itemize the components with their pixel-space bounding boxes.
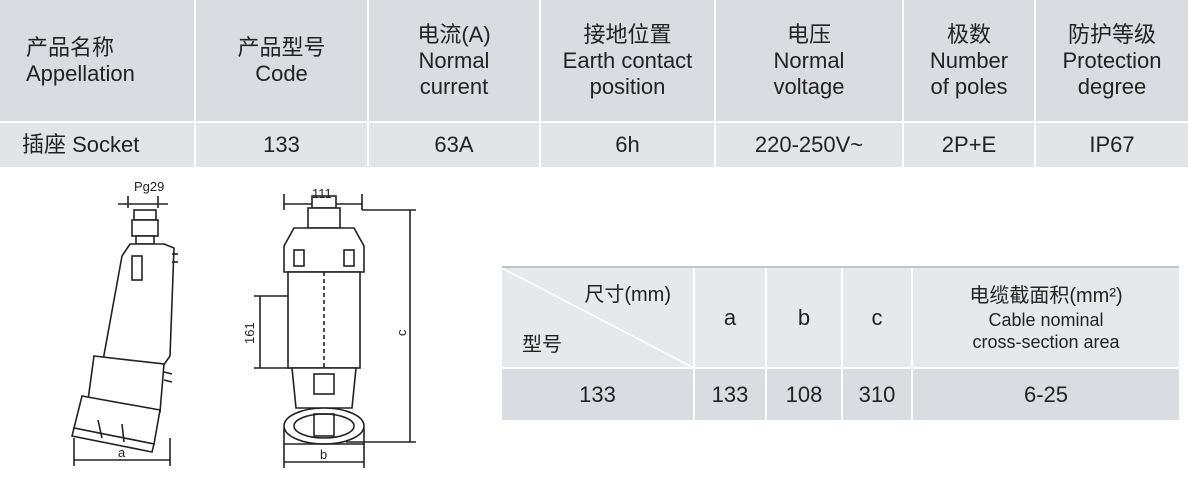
- cell-voltage: 220-250V~: [715, 122, 904, 169]
- cell-b: 108: [766, 367, 843, 420]
- cell-earth-contact: 6h: [540, 122, 716, 169]
- side-view-drawing: Pg29 a: [71, 179, 178, 466]
- header-current: 电流(A) Normal current: [368, 0, 541, 123]
- header-a: a: [694, 268, 767, 368]
- corner-diagonal: [502, 268, 694, 368]
- corner-label-dimension: 尺寸(mm): [584, 284, 671, 306]
- cell-cable: 6-25: [912, 367, 1179, 420]
- cell-model: 133: [502, 367, 695, 420]
- cell-poles: 2P+E: [903, 122, 1036, 169]
- header-c: c: [842, 268, 913, 368]
- spec-header-row: 产品名称 Appellation 产品型号 Code 电流(A) Normal …: [0, 0, 1188, 123]
- header-cable: 电缆截面积(mm²) Cable nominal cross-section a…: [912, 268, 1179, 368]
- dim-data-row: 133 133 108 310 6-25: [502, 367, 1179, 420]
- label-height: 161: [242, 322, 257, 344]
- header-protection: 防护等级 Protection degree: [1035, 0, 1188, 123]
- header-code: 产品型号 Code: [195, 0, 369, 123]
- cell-appellation: 插座 Socket: [0, 122, 196, 169]
- dim-header-row: 尺寸(mm) 型号 a b c 电缆截面积(mm²) Cable nominal…: [502, 268, 1179, 368]
- cell-current: 63A: [368, 122, 541, 169]
- front-view-drawing: 111 161 c b: [242, 186, 416, 468]
- spec-data-row: 插座 Socket 133 63A 6h 220-250V~ 2P+E IP67: [0, 122, 1188, 169]
- corner-cell: 尺寸(mm) 型号: [502, 268, 695, 368]
- label-a: a: [118, 445, 126, 460]
- header-earth-contact: 接地位置 Earth contact position: [540, 0, 716, 123]
- cell-protection: IP67: [1035, 122, 1188, 169]
- label-gland: Pg29: [134, 179, 164, 194]
- cell-a: 133: [694, 367, 767, 420]
- cell-c: 310: [842, 367, 913, 420]
- dim-table-rule: [502, 266, 1179, 268]
- cell-code: 133: [195, 122, 369, 169]
- dimension-table: 尺寸(mm) 型号 a b c 电缆截面积(mm²) Cable nominal…: [502, 268, 1179, 420]
- corner-label-model: 型号: [522, 334, 562, 356]
- label-c: c: [394, 329, 409, 336]
- header-voltage: 电压 Normal voltage: [715, 0, 904, 123]
- label-b: b: [320, 447, 327, 462]
- label-width: 111: [312, 186, 332, 201]
- header-appellation: 产品名称 Appellation: [0, 0, 196, 123]
- header-poles: 极数 Number of poles: [903, 0, 1036, 123]
- header-b: b: [766, 268, 843, 368]
- spec-table: 产品名称 Appellation 产品型号 Code 电流(A) Normal …: [0, 0, 1188, 169]
